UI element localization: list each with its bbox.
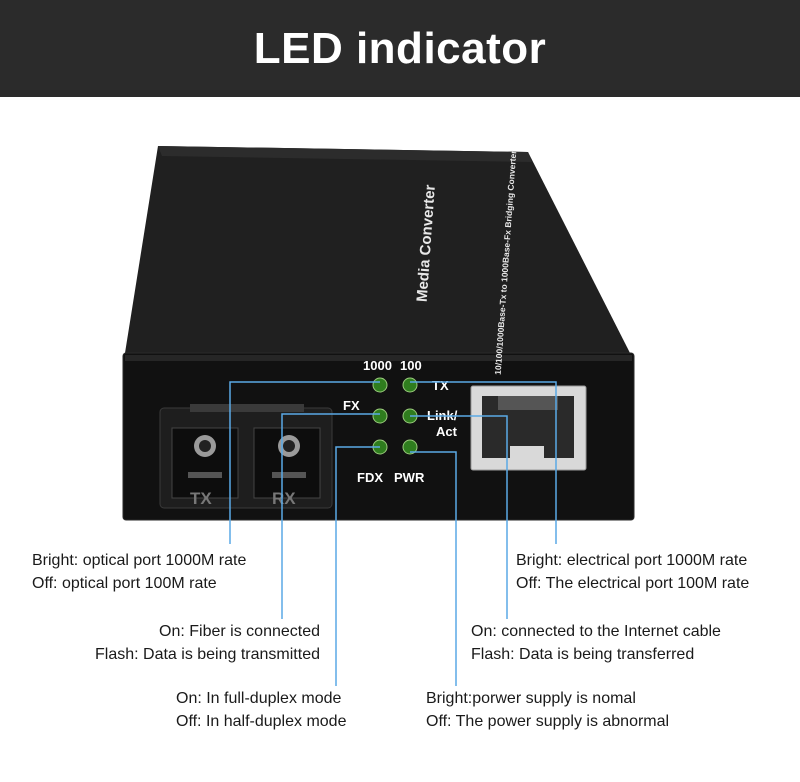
title-banner: LED indicator (0, 0, 800, 97)
tx-port-label: TX (190, 489, 212, 508)
callout-duplex-line1: On: In full-duplex mode (176, 690, 342, 707)
callout-eth-speed-line1: Bright: electrical port 1000M rate (516, 552, 748, 569)
callout-eth-speed: Bright: electrical port 1000M rate Off: … (516, 549, 749, 595)
led-pwr (402, 439, 418, 455)
label-100: 100 (400, 358, 422, 373)
callout-eth-link-line2: Flash: Data is being transferred (471, 646, 695, 663)
callout-fiber-link-line1: On: Fiber is connected (159, 623, 320, 640)
label-act: Act (436, 424, 458, 439)
callout-fiber-speed-line1: Bright: optical port 1000M rate (32, 552, 247, 569)
leader-power (410, 451, 457, 686)
leader-duplex (335, 446, 380, 686)
callout-eth-speed-line2: Off: The electrical port 100M rate (516, 575, 750, 592)
label-1000: 1000 (363, 358, 392, 373)
label-fx: FX (343, 398, 360, 413)
led-fx (372, 408, 388, 424)
label-fdx: FDX (357, 470, 383, 485)
device-top-surface (125, 146, 630, 353)
leader-fiber-link (281, 413, 380, 619)
leader-eth-speed (410, 381, 557, 544)
leader-fiber-speed (229, 381, 380, 544)
callout-power-line1: Bright:porwer supply is nomal (426, 690, 636, 707)
callout-power: Bright:porwer supply is nomal Off: The p… (426, 687, 669, 733)
callout-eth-link-line1: On: connected to the Internet cable (471, 623, 721, 640)
callout-fiber-speed: Bright: optical port 1000M rate Off: opt… (32, 549, 246, 595)
leader-eth-link (410, 415, 508, 619)
callout-eth-link: On: connected to the Internet cable Flas… (471, 620, 721, 666)
callout-fiber-link-line2: Flash: Data is being transmitted (95, 646, 320, 663)
callout-fiber-link: On: Fiber is connected Flash: Data is be… (95, 620, 320, 666)
callout-duplex: On: In full-duplex mode Off: In half-dup… (176, 687, 346, 733)
callout-power-line2: Off: The power supply is abnormal (426, 713, 670, 730)
callout-duplex-line2: Off: In half-duplex mode (176, 713, 347, 730)
rx-port-label: RX (272, 489, 296, 508)
banner-title: LED indicator (253, 23, 547, 73)
callout-fiber-speed-line2: Off: optical port 100M rate (32, 575, 217, 592)
label-pwr: PWR (394, 470, 425, 485)
